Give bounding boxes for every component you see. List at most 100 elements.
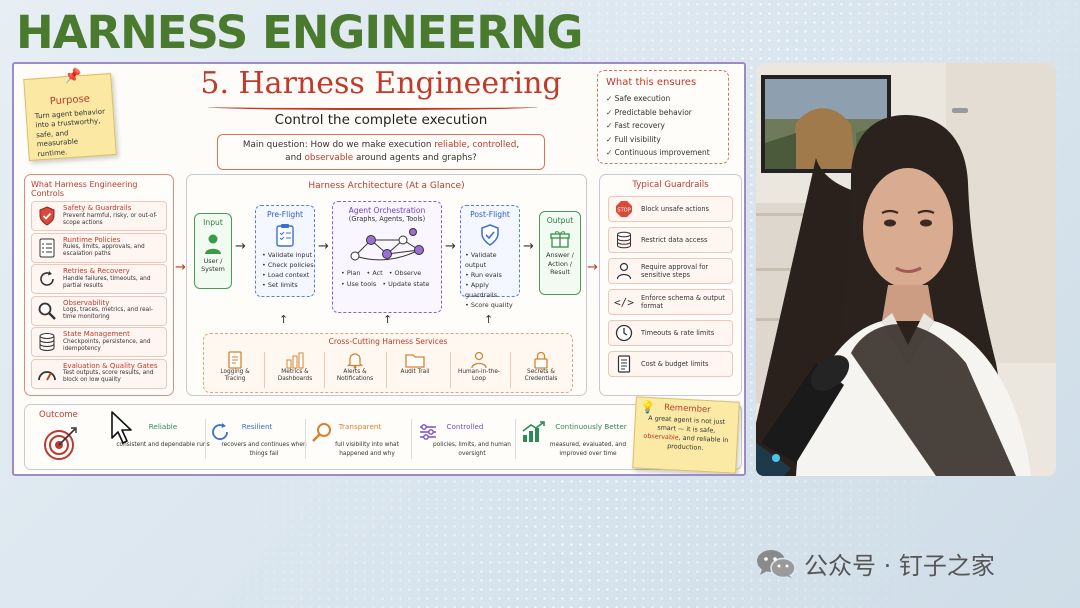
graph-icon (347, 226, 427, 266)
document-icon (226, 351, 244, 369)
presenter-video-frame (756, 63, 1056, 476)
guardrail-label: Restrict data access (641, 236, 708, 244)
flow-arrow-icon: → (318, 239, 329, 254)
question-observable: observable (304, 152, 354, 163)
question-text-2: around agents and graphs? (353, 152, 477, 163)
service-label: Human-in-the-Loop (458, 369, 500, 382)
flow-arrow-icon: → (523, 239, 534, 254)
question-controlled: controlled (472, 140, 517, 150)
question-and: and (285, 152, 305, 163)
ensures-item-label: Fast recovery (614, 121, 665, 130)
magnifier-icon (35, 299, 59, 323)
svg-text:STOP: STOP (617, 208, 630, 214)
postflight-item-label: Score quality (470, 301, 513, 309)
stage-input-label: User / System (201, 257, 225, 273)
guardrails-title: Typical Guardrails (632, 180, 709, 190)
remember-note: 💡 Remember A great agent is not just sma… (632, 396, 740, 474)
control-desc: Checkpoints, persistence, and idempotenc… (63, 338, 151, 352)
stop-sign-icon: STOP (613, 199, 635, 219)
control-title: Evaluation & Quality Gates (63, 361, 158, 370)
gauge-icon (35, 362, 59, 386)
outcome-divider (205, 419, 206, 459)
outcome-item-title: Reliable (148, 422, 178, 431)
stage-orchestration-title: Agent Orchestration (348, 206, 426, 215)
outcome-item-desc: recovers and continues when things fail (221, 442, 307, 457)
postflight-item-label: Apply guardrails (465, 281, 498, 299)
outcome-divider (305, 419, 306, 459)
architecture-panel: Harness Architecture (At a Glance) Input… (186, 174, 587, 396)
orchestration-item: Act (372, 269, 383, 277)
bell-icon (346, 351, 364, 369)
stage-output-label: Answer / Action / Result (546, 251, 574, 276)
outcome-item-desc: full visibility into what happened and w… (335, 442, 399, 457)
service-label: Secrets & Credentials (524, 369, 558, 382)
control-title: Retries & Recovery (63, 267, 130, 275)
up-arrow-icon: ↑ (279, 313, 289, 326)
person-icon (470, 351, 488, 369)
orchestration-row: • Use tools • Update state (341, 280, 430, 288)
ensures-item-label: Full visibility (614, 134, 661, 144)
magnifier-icon (309, 419, 335, 445)
control-title: State Management (63, 330, 130, 338)
lightbulb-icon: 💡 (640, 399, 656, 415)
preflight-item: • Set limits (262, 281, 298, 289)
services-title: Cross-Cutting Harness Services (328, 337, 448, 346)
postflight-item: • Apply guardrails (465, 281, 498, 299)
orchestration-item: Use tools (346, 280, 377, 288)
guardrail-label: Timeouts & rate limits (641, 329, 715, 337)
guardrail-label: Enforce schema & output format (641, 294, 725, 310)
services-divider (450, 352, 451, 388)
stage-output-title: Output (546, 216, 574, 225)
outcome-item-desc: policies, limits, and human oversight (433, 442, 511, 457)
orchestration-row: • Plan • Act • Observe (341, 269, 422, 277)
outcome-controlled: Controlled policies, limits, and human o… (415, 417, 515, 465)
guardrails-panel: Typical Guardrails STOP Block unsafe act… (599, 174, 742, 396)
outcome-title: Outcome (39, 410, 78, 420)
remember-text: A great agent is not just smart — it is … (640, 414, 732, 455)
receipt-icon (613, 354, 635, 374)
preflight-item-label: Check policies (267, 261, 314, 269)
control-desc: Prevent harmful, risky, or out-of-scope … (63, 212, 158, 226)
question-reliable: reliable (434, 140, 467, 150)
sliders-icon (415, 419, 441, 445)
control-title: Safety & Guardrails (63, 204, 132, 212)
outcome-item-title: Transparent (338, 422, 382, 431)
guardrail-item: Require approval for sensitive steps (608, 258, 733, 284)
remember-text-1: A great agent is not just smart — it is … (648, 414, 726, 435)
postflight-item: • Validate output (465, 251, 497, 269)
outcome-item-title: Resilient (241, 422, 273, 431)
wechat-watermark: 公众号 · 钉子之家 (756, 546, 995, 581)
gift-icon (550, 229, 570, 249)
preflight-item: • Validate input (262, 251, 313, 259)
outcome-continuously-better: Continuously Better measured, evaluated,… (521, 417, 639, 465)
service-logging: Logging & Tracing (210, 351, 260, 383)
control-desc: Handle failures, timeouts, and partial r… (63, 275, 151, 289)
ensures-item-label: Continuous improvement (614, 148, 710, 157)
stage-input-title: Input (203, 218, 223, 227)
preflight-item: • Load context (262, 271, 310, 279)
shield-icon (35, 204, 59, 228)
service-human: Human-in-the-Loop (454, 351, 504, 383)
cycle-icon (207, 419, 233, 445)
outcome-item-desc: consistent and dependable runs (116, 442, 210, 448)
guardrail-item: Cost & budget limits (608, 351, 733, 377)
service-label: Metrics & Dashboards (277, 369, 313, 382)
ensures-item: ✓ Continuous improvement (606, 148, 710, 157)
outcome-divider (515, 419, 516, 459)
service-audit: Audit Trail (390, 351, 440, 376)
clipboard-icon (274, 223, 296, 247)
checklist-icon (35, 236, 59, 260)
ensures-item-label: Safe execution (614, 94, 671, 103)
wechat-icon (757, 549, 796, 578)
control-title: Observability (63, 298, 110, 307)
bar-chart-icon (285, 351, 305, 369)
preflight-item-label: Validate input (267, 251, 313, 259)
lock-icon (533, 351, 549, 369)
outcome-divider (411, 419, 412, 459)
service-label: Logging & Tracing (220, 369, 250, 382)
slide-title: 5. Harness Engineering (200, 66, 562, 101)
shield-check-icon (479, 223, 501, 247)
